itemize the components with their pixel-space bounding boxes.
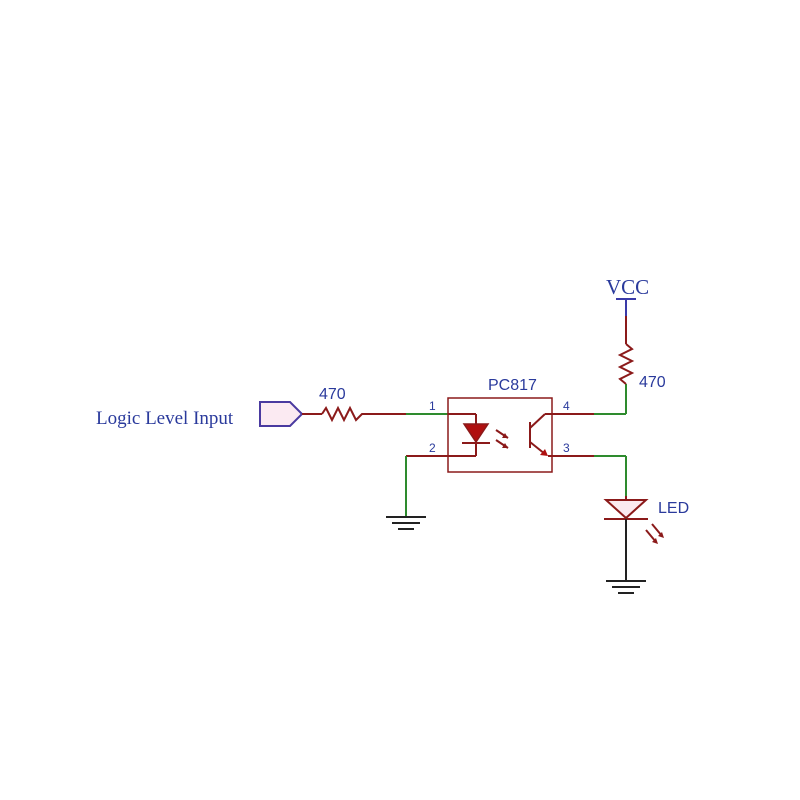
opto-light-arrowhead-1 [502,433,508,438]
opto-transistor-emitter-arrow [540,449,548,456]
vcc-label: VCC [606,275,649,299]
external-led-label: LED [658,500,689,517]
input-port-flag [259,401,304,427]
optocoupler-body [447,397,553,473]
pullup-resistor [617,343,635,385]
pin-1-label: 1 [429,399,436,413]
input-port-label: Logic Level Input [96,408,234,429]
pullup-resistor-value: 470 [639,374,666,391]
pin-2-label: 2 [429,441,436,455]
external-led-triangle [603,499,649,520]
led-light-arrowhead-2 [652,538,658,544]
opto-transistor-collector [529,413,546,429]
ground-symbol-left [386,516,426,530]
ground-symbol-right [606,580,646,594]
opto-led-triangle [462,423,490,444]
pin-4-label: 4 [563,399,570,413]
optocoupler-label: PC817 [488,377,537,394]
led-light-arrowhead-1 [658,532,664,538]
opto-light-arrowhead-2 [502,443,508,448]
pin-3-label: 3 [563,441,570,455]
input-resistor-value: 470 [319,386,346,403]
input-resistor [321,405,366,423]
